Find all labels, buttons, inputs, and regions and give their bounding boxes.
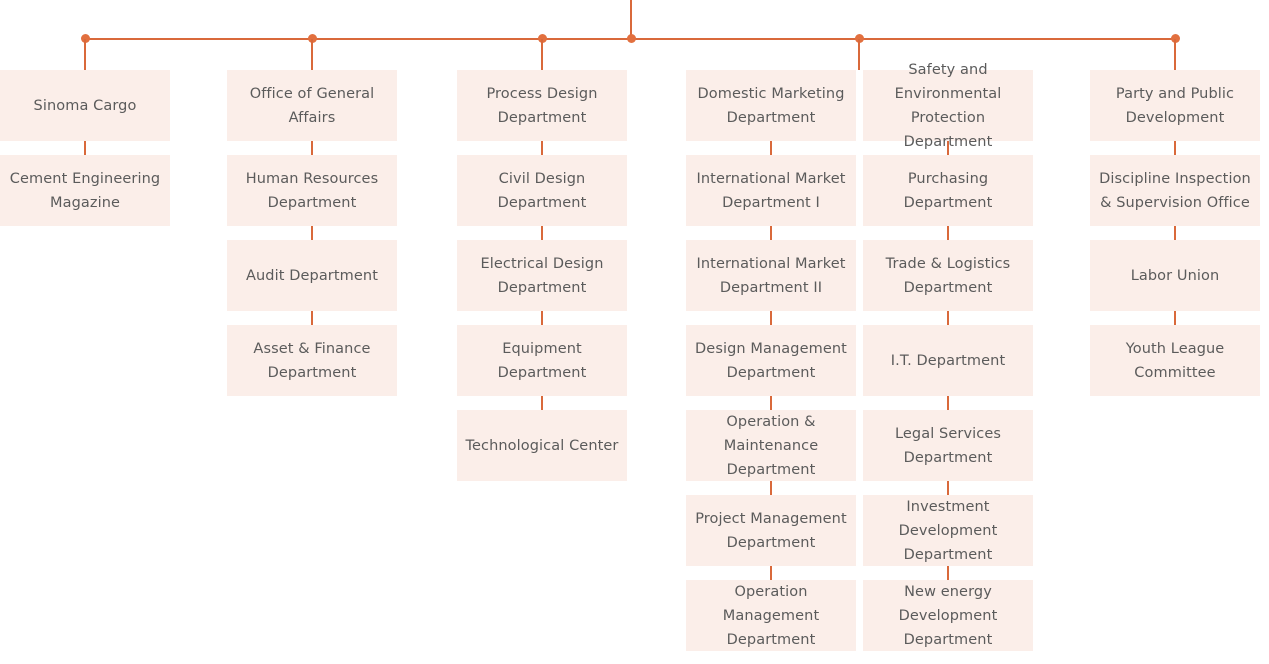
- org-node[interactable]: Electrical Design Department: [457, 226, 627, 311]
- stem-col-3: [541, 39, 543, 70]
- org-node[interactable]: New energy Development Department: [863, 566, 1033, 651]
- org-node[interactable]: Domestic Marketing Department: [686, 70, 856, 141]
- stem-col-2: [311, 39, 313, 70]
- org-node-label: Party and Public Development: [1115, 85, 1235, 126]
- org-node-label: Human Resources Department: [245, 170, 379, 211]
- org-node-label: Civil Design Department: [497, 170, 587, 211]
- org-node-label: Safety and Environmental Protection Depa…: [894, 61, 1002, 150]
- org-node[interactable]: Operation Management Department: [686, 566, 856, 651]
- org-node[interactable]: Safety and Environmental Protection Depa…: [863, 62, 1033, 150]
- org-node[interactable]: Youth League Committee: [1090, 311, 1260, 396]
- org-node[interactable]: Civil Design Department: [457, 141, 627, 226]
- org-node[interactable]: Project Management Department: [686, 481, 856, 566]
- org-node-label: Asset & Finance Department: [253, 340, 371, 381]
- org-node-label: Youth League Committee: [1125, 340, 1225, 381]
- trunk-center-riser: [630, 0, 632, 38]
- org-node-label: Audit Department: [246, 267, 378, 284]
- org-node[interactable]: Human Resources Department: [227, 141, 397, 226]
- org-column-6: Party and Public Development Discipline …: [1090, 70, 1260, 410]
- trunk-dot-center: [627, 34, 636, 43]
- org-node-label: Design Management Department: [695, 340, 847, 381]
- org-column-2: Office of General Affairs Human Resource…: [227, 70, 397, 410]
- stem-col-5: [858, 39, 860, 70]
- org-node-label: Legal Services Department: [894, 425, 1001, 466]
- org-node-label: Domestic Marketing Department: [697, 85, 845, 126]
- org-node[interactable]: Discipline Inspection & Supervision Offi…: [1090, 141, 1260, 226]
- org-node-label: Discipline Inspection & Supervision Offi…: [1099, 170, 1251, 211]
- trunk-dot-col-3: [538, 34, 547, 43]
- trunk-dot-col-5: [855, 34, 864, 43]
- org-node-label: Trade & Logistics Department: [885, 255, 1011, 296]
- org-node[interactable]: Equipment Department: [457, 311, 627, 396]
- stem-col-1: [84, 39, 86, 70]
- org-node-label: Operation Management Department: [722, 583, 820, 648]
- org-column-5: Safety and Environmental Protection Depa…: [863, 62, 1033, 664]
- org-node[interactable]: Sinoma Cargo: [0, 70, 170, 141]
- org-node[interactable]: Operation & Maintenance Department: [686, 396, 856, 481]
- org-node[interactable]: Asset & Finance Department: [227, 311, 397, 396]
- trunk-dot-col-1: [81, 34, 90, 43]
- org-node[interactable]: Cement Engineering Magazine: [0, 141, 170, 226]
- org-node-label: Operation & Maintenance Department: [723, 413, 819, 478]
- org-node[interactable]: Investment Development Department: [863, 481, 1033, 566]
- org-node[interactable]: International Market Department I: [686, 141, 856, 226]
- org-node[interactable]: Trade & Logistics Department: [863, 226, 1033, 311]
- org-node-label: Equipment Department: [497, 340, 587, 381]
- org-node-label: International Market Department I: [696, 170, 846, 211]
- org-column-3: Process Design Department Civil Design D…: [457, 70, 627, 495]
- org-node[interactable]: I.T. Department: [863, 311, 1033, 396]
- org-node[interactable]: Process Design Department: [457, 70, 627, 141]
- org-node[interactable]: Technological Center: [457, 396, 627, 481]
- org-node-label: Office of General Affairs: [249, 85, 375, 126]
- org-node-label: Electrical Design Department: [480, 255, 604, 296]
- org-node-label: Process Design Department: [486, 85, 598, 126]
- org-column-4: Domestic Marketing Department Internatio…: [686, 70, 856, 664]
- stem-col-6: [1174, 39, 1176, 70]
- org-node-label: Sinoma Cargo: [33, 97, 137, 114]
- org-node[interactable]: Office of General Affairs: [227, 70, 397, 141]
- org-node-label: Labor Union: [1130, 267, 1220, 284]
- trunk-dot-col-2: [308, 34, 317, 43]
- org-node[interactable]: Purchasing Department: [863, 141, 1033, 226]
- org-node[interactable]: Legal Services Department: [863, 396, 1033, 481]
- org-node[interactable]: Labor Union: [1090, 226, 1260, 311]
- trunk-dot-col-6: [1171, 34, 1180, 43]
- org-node-label: International Market Department II: [696, 255, 846, 296]
- org-node-label: New energy Development Department: [898, 583, 998, 648]
- org-node[interactable]: Design Management Department: [686, 311, 856, 396]
- org-node[interactable]: International Market Department II: [686, 226, 856, 311]
- org-node-label: I.T. Department: [890, 352, 1006, 369]
- org-node-label: Technological Center: [465, 437, 619, 454]
- org-node-label: Cement Engineering Magazine: [9, 170, 161, 211]
- org-node-label: Purchasing Department: [903, 170, 993, 211]
- org-node-label: Investment Development Department: [898, 498, 998, 563]
- org-node-label: Project Management Department: [695, 510, 847, 551]
- org-column-1: Sinoma Cargo Cement Engineering Magazine: [0, 70, 170, 240]
- org-node[interactable]: Party and Public Development: [1090, 70, 1260, 141]
- org-node[interactable]: Audit Department: [227, 226, 397, 311]
